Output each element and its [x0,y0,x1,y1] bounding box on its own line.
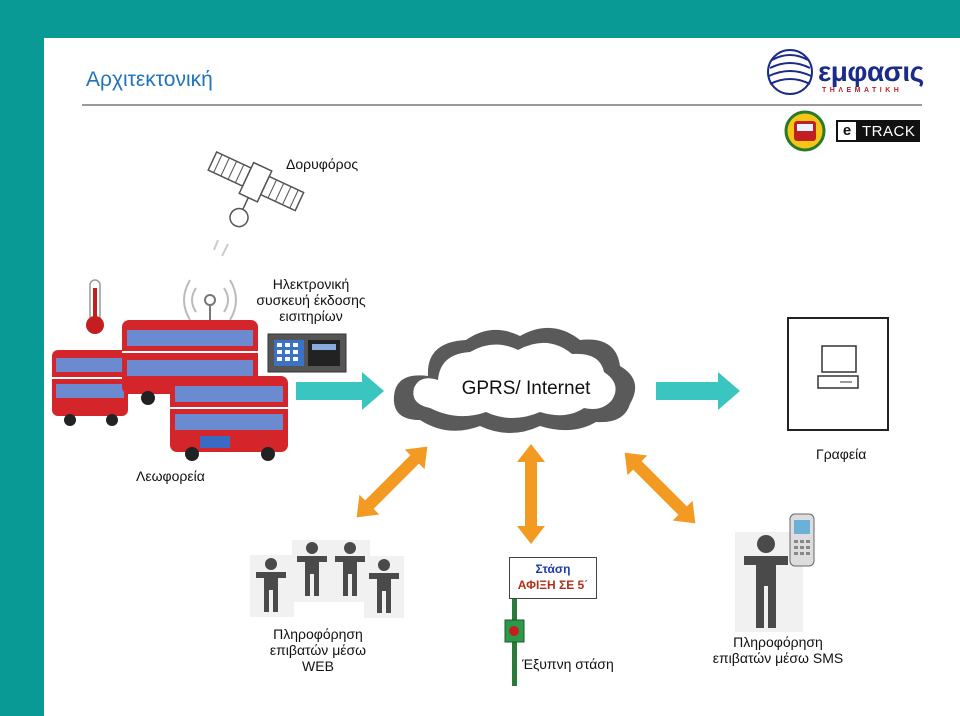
stop-display-title: Στάση [535,562,571,576]
mobile-phone-icon [789,513,815,567]
web-info-label-line2: επιβατών μέσω [269,642,367,658]
emfasis-logo-text: εμφασις [818,56,924,87]
etrack-logo: e TRACK [836,120,920,142]
people-group-icon [250,540,404,618]
arrow-cloud-stop [517,444,545,544]
arrow-cloud-sms [624,452,696,524]
satellite-label: Δορυφόρος [286,156,359,172]
person-icon [297,542,327,596]
smart-stop-label: Έξυπνη στάση [522,656,614,672]
etrack-logo-text: TRACK [862,123,916,140]
person-icon [256,558,286,612]
bus-icon [170,376,288,461]
transport-logo-icon [784,110,826,152]
etrack-logo-e: e [838,122,856,140]
satellite-icon [207,150,305,228]
ticket-device-label-line3: εισιτηρίων [279,308,343,324]
web-info-label-line3: WEB [302,658,334,674]
emfasis-logo-subtitle: ΤΗΛΕΜΑΤΙΚΗ [822,87,903,94]
person-icon [335,542,365,596]
slide-frame-left [0,0,44,716]
antenna-icon [183,239,237,330]
sms-info-label-line2: επιβατών μέσω SMS [712,650,844,666]
bus-icon [52,350,128,426]
stop-display-sign: Στάση ΑΦΙΞΗ ΣΕ 5΄ [509,557,597,599]
arrow-cloud-to-offices [656,372,740,410]
slide-title: Αρχιτεκτονική [86,68,213,91]
arrow-buses-to-cloud [296,372,384,410]
buses-label: Λεωφορεία [136,468,205,484]
cloud-icon [393,327,636,433]
slide-frame-top [0,0,960,38]
web-info-label-line1: Πληροφόρηση [273,626,363,642]
bus-stop-pole-icon [504,598,525,686]
cloud-label: GPRS/ Internet [461,378,591,399]
title-divider [82,104,922,106]
ticket-device-label-line1: Ηλεκτρονική [272,276,350,292]
sms-info-label-line1: Πληροφόρηση [733,634,823,650]
emfasis-logo-icon [767,49,813,95]
bus-icon [122,320,258,405]
ticket-device-label-line2: συσκευή έκδοσης [256,292,366,308]
stop-display-message: ΑΦΙΞΗ ΣΕ 5΄ [517,578,589,592]
arrow-cloud-web [356,446,428,518]
office-computer-icon [787,317,889,431]
thermometer-icon [86,279,104,334]
offices-label: Γραφεία [816,446,867,462]
person-icon [369,559,399,613]
ticket-device-icon [267,333,347,373]
